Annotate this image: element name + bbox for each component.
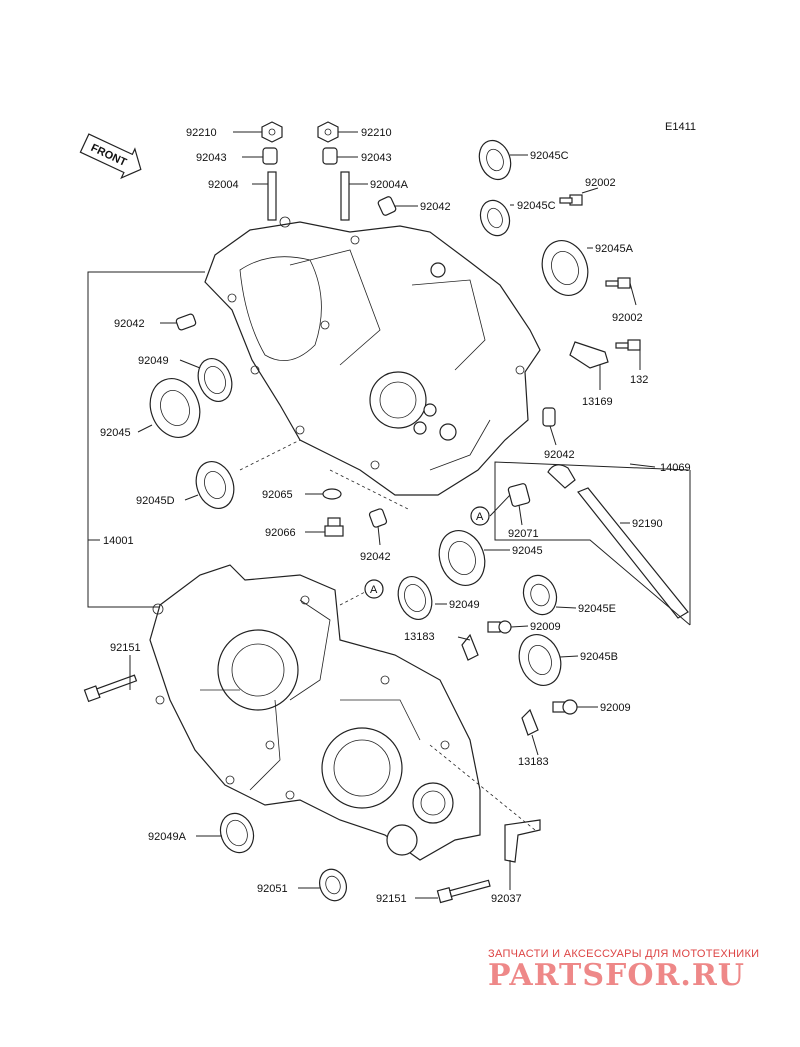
- label-92071: 92071: [508, 528, 539, 540]
- oil-seal-92051: [319, 868, 347, 902]
- label-92002-1: 92002: [585, 177, 616, 189]
- label-92065: 92065: [262, 489, 293, 501]
- watermark: ЗАПЧАСТИ И АКСЕССУАРЫ ДЛЯ МОТОТЕХНИКИ PA…: [488, 948, 788, 993]
- label-14001: 14001: [103, 535, 134, 547]
- label-92151-left: 92151: [110, 642, 141, 654]
- dowel-92042-low: [368, 508, 388, 528]
- bearing-92045: [149, 378, 201, 438]
- oil-seal-92049-left: [197, 358, 233, 402]
- stud-92004A: [340, 171, 350, 221]
- leader-lines: [87, 131, 691, 899]
- bearing-92045D: [195, 461, 235, 509]
- plate-13169: [569, 341, 609, 369]
- label-92045C-2: 92045C: [517, 200, 556, 212]
- plate-13183-2: [521, 708, 539, 736]
- label-13183-2: 13183: [518, 756, 549, 768]
- dowel-92042-mid: [542, 407, 556, 427]
- label-13169: 13169: [582, 396, 613, 408]
- plug-92066: [324, 517, 344, 537]
- label-92045-low: 92045: [512, 545, 543, 557]
- ref-marker-a-2: A: [364, 579, 384, 599]
- bolt-132: [615, 339, 641, 351]
- label-92042-mid: 92042: [544, 449, 575, 461]
- label-92051: 92051: [257, 883, 288, 895]
- breather-hose-92190: [577, 487, 689, 619]
- label-92049A: 92049A: [148, 831, 187, 843]
- label-92045D: 92045D: [136, 495, 175, 507]
- nut-92210-right: [317, 121, 339, 143]
- dowel-92042-top: [377, 196, 397, 216]
- bolt-92151-left: [83, 674, 138, 703]
- dowel-92042-left: [175, 313, 197, 331]
- lower-crankcase-half: [149, 564, 481, 861]
- label-92042-top: 92042: [420, 201, 451, 213]
- label-92049-left: 92049: [138, 355, 169, 367]
- label-92009-2: 92009: [600, 702, 631, 714]
- label-13183-1: 13183: [404, 631, 435, 643]
- bearing-92045E: [522, 574, 558, 616]
- bearing-92045C-2: [479, 199, 511, 237]
- nut-92210-left: [261, 121, 283, 143]
- label-92045E: 92045E: [578, 603, 616, 615]
- label-92009-1: 92009: [530, 621, 561, 633]
- label-92210-right: 92210: [361, 127, 392, 139]
- ref-marker-a-1: A: [470, 506, 490, 526]
- sleeve-92043-right: [322, 147, 338, 165]
- label-92049-low: 92049: [449, 599, 480, 611]
- label-92043-left: 92043: [196, 152, 227, 164]
- bearing-92045C-1: [478, 139, 512, 181]
- label-92045A: 92045A: [595, 243, 634, 255]
- plate-13183-1: [461, 633, 479, 661]
- upper-crankcase-half: [204, 216, 541, 496]
- label-92190: 92190: [632, 518, 663, 530]
- washer-92065: [322, 488, 342, 500]
- label-92042-low: 92042: [360, 551, 391, 563]
- part-labels: 92210 92210 92043 92043 92004 92004A 920…: [100, 127, 691, 905]
- bearing-92045B: [518, 634, 562, 686]
- stud-92004: [267, 171, 277, 221]
- sleeve-92043-left: [262, 147, 278, 165]
- watermark-text: ЗАПЧАСТИ И АКСЕССУАРЫ ДЛЯ МОТОТЕХНИКИ: [488, 948, 760, 960]
- bearing-92045-low: [438, 530, 486, 586]
- label-92210-left: 92210: [186, 127, 217, 139]
- svg-text:A: A: [476, 511, 484, 523]
- oil-seal-92049A: [219, 812, 255, 854]
- label-92151-bottom: 92151: [376, 893, 407, 905]
- bolt-92009-2: [552, 699, 578, 715]
- clamp-92037: [504, 819, 541, 863]
- label-92066: 92066: [265, 527, 296, 539]
- label-92002-2: 92002: [612, 312, 643, 324]
- svg-text:A: A: [370, 584, 378, 596]
- front-arrow-icon: FRONT: [79, 133, 142, 180]
- breather-fitting-92071: [507, 483, 531, 507]
- bearing-92045A: [541, 240, 589, 296]
- bolt-92002-2: [605, 277, 631, 289]
- label-92045B: 92045B: [580, 651, 618, 663]
- label-14069: 14069: [660, 462, 691, 474]
- label-92045: 92045: [100, 427, 131, 439]
- oil-seal-92049-low: [397, 576, 433, 620]
- label-132: 132: [630, 374, 648, 386]
- diagram-id: E1411: [665, 121, 696, 133]
- label-92004: 92004: [208, 179, 239, 191]
- bolt-92151-bottom: [436, 879, 491, 904]
- bolt-92002-1: [559, 194, 583, 206]
- watermark-logo: PARTSFOR.RU: [488, 958, 745, 993]
- label-92037: 92037: [491, 893, 522, 905]
- breather-elbow: [547, 464, 576, 489]
- label-92043-right: 92043: [361, 152, 392, 164]
- label-92042-left: 92042: [114, 318, 145, 330]
- bolt-92009-1: [487, 620, 512, 634]
- label-92045C-1: 92045C: [530, 150, 569, 162]
- label-92004A: 92004A: [370, 179, 409, 191]
